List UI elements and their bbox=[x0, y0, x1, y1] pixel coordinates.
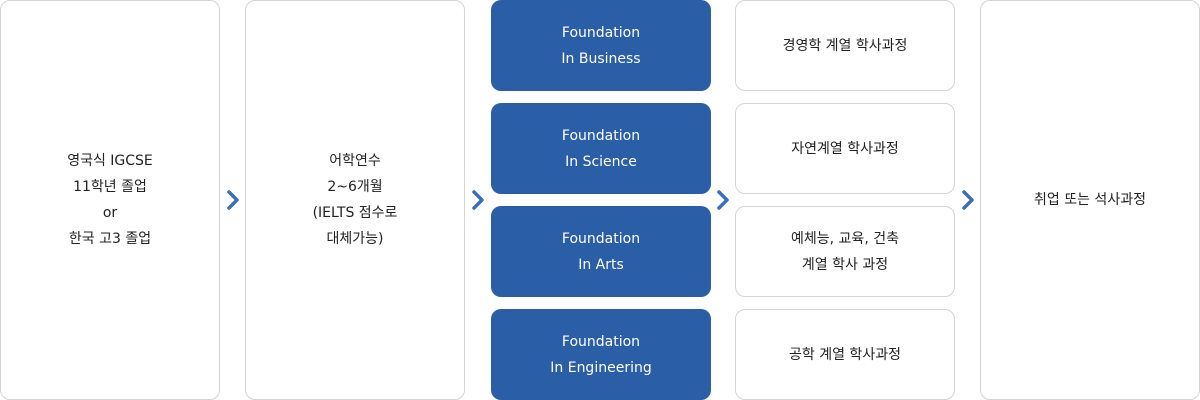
degree-label: 공학 계열 학사과정 bbox=[789, 346, 901, 363]
foundation-label: Foundation In Arts bbox=[561, 230, 641, 273]
chevron-right-icon bbox=[227, 190, 239, 210]
foundation-label: Foundation In Business bbox=[561, 24, 641, 67]
foundation-arts-box: Foundation In Arts bbox=[491, 206, 711, 297]
foundation-engineering-box: Foundation In Engineering bbox=[491, 309, 711, 400]
foundation-science-box: Foundation In Science bbox=[491, 103, 711, 194]
foundation-business-box: Foundation In Business bbox=[491, 0, 711, 91]
degree-arts-box: 예체능, 교육, 건축 계열 학사 과정 bbox=[735, 206, 955, 297]
career-box: 취업 또는 석사과정 bbox=[980, 0, 1200, 400]
degree-label: 예체능, 교육, 건축 계열 학사 과정 bbox=[791, 230, 899, 273]
foundation-label: Foundation In Engineering bbox=[550, 333, 652, 376]
chevron-right-icon bbox=[717, 190, 729, 210]
entry-requirement-box: 영국식 IGCSE 11학년 졸업 or 한국 고3 졸업 bbox=[0, 0, 220, 400]
entry-requirement-text: 영국식 IGCSE 11학년 졸업 or 한국 고3 졸업 bbox=[67, 153, 153, 247]
degree-label: 경영학 계열 학사과정 bbox=[782, 37, 908, 54]
degree-science-box: 자연계열 학사과정 bbox=[735, 103, 955, 194]
degree-engineering-box: 공학 계열 학사과정 bbox=[735, 309, 955, 400]
foundation-label: Foundation In Science bbox=[561, 127, 641, 170]
degree-label: 자연계열 학사과정 bbox=[791, 140, 899, 157]
language-course-box: 어학연수 2~6개월 (IELTS 점수로 대체가능) bbox=[245, 0, 465, 400]
language-course-text: 어학연수 2~6개월 (IELTS 점수로 대체가능) bbox=[312, 153, 398, 247]
degree-business-box: 경영학 계열 학사과정 bbox=[735, 0, 955, 91]
career-text: 취업 또는 석사과정 bbox=[1034, 192, 1146, 208]
chevron-right-icon bbox=[472, 190, 484, 210]
chevron-right-icon bbox=[962, 190, 974, 210]
